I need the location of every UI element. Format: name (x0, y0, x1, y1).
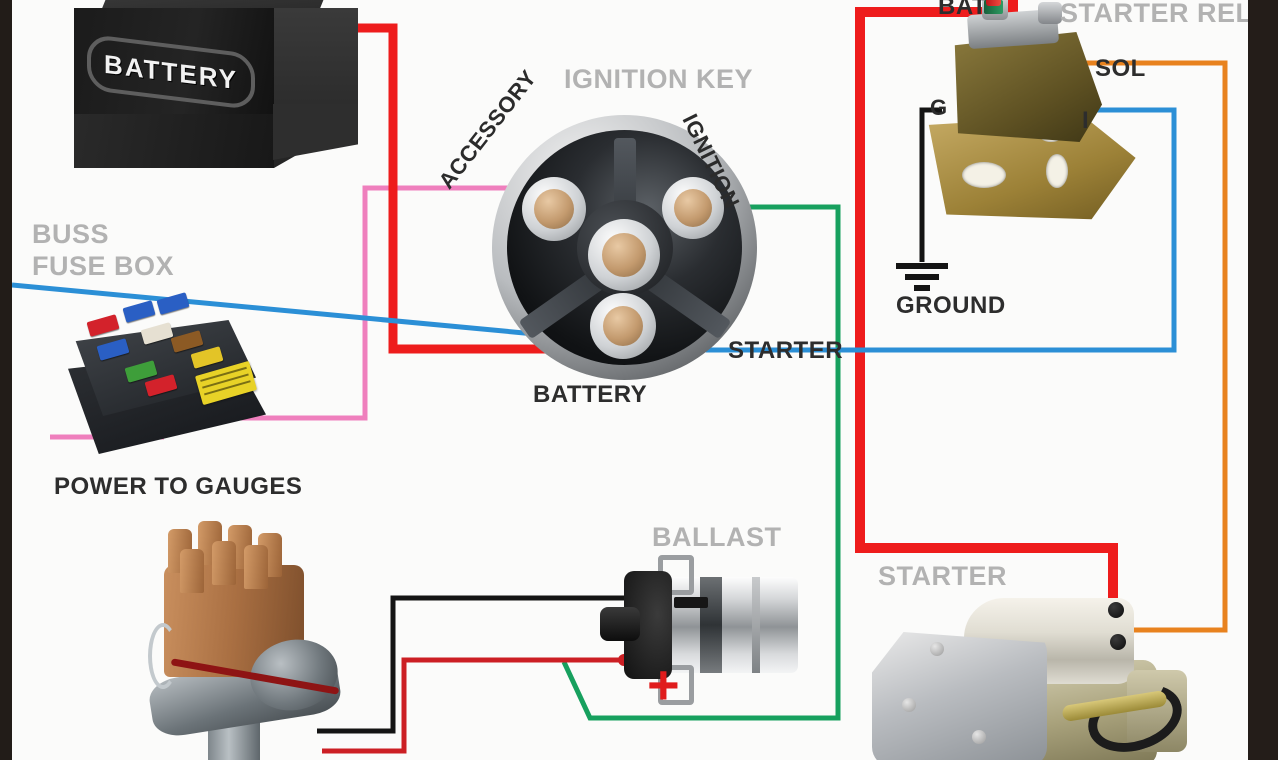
battery-component: BATTERY (61, 0, 358, 191)
coil-hv-tower (600, 607, 640, 641)
switch-accessory-nut (534, 189, 574, 229)
diagram-canvas: BATTERY (12, 0, 1248, 760)
battery-lip (74, 114, 274, 168)
starter-motor-component (872, 590, 1202, 760)
sol-terminal-label: SOL (1095, 55, 1146, 82)
coil-band-2 (752, 577, 760, 673)
distributor-tower-6 (212, 541, 236, 585)
i-terminal-label: I (1082, 107, 1090, 134)
distributor-component (142, 521, 377, 760)
ground-symbol-icon (896, 263, 948, 291)
switch-battery-nut (603, 306, 643, 346)
starter-bolt-2 (902, 698, 916, 712)
wire-relay-bat-to-starter (855, 0, 1118, 604)
starter-relay-component (920, 0, 1160, 241)
starter-nose-cone (872, 632, 1047, 760)
wire-distributor-to-coil-plus (322, 657, 624, 754)
fuse-red-1 (86, 314, 120, 337)
distributor-tower-7 (244, 545, 268, 589)
coil-band-1 (700, 577, 722, 673)
switch-ignition-nut (674, 189, 712, 227)
ballast-coil-component (600, 555, 807, 705)
wire-accessory-to-fusebox (225, 185, 532, 421)
ignition-key-label: IGNITION KEY (564, 64, 754, 94)
coil-bracket-bottom (658, 665, 694, 705)
fuse-blue-1 (122, 300, 156, 323)
starter-bolt-3 (972, 730, 986, 744)
g-terminal-label: G (930, 95, 948, 120)
switch-battery-terminal-label: BATTERY (533, 381, 648, 408)
buss-label-line1: BUSS (32, 219, 110, 249)
relay-bracket-hole-2 (1046, 154, 1068, 188)
wire-ignition-to-coil (561, 204, 841, 721)
relay-body (954, 32, 1102, 142)
switch-starter-terminal-label: STARTER (728, 337, 844, 364)
starter-solenoid-terminal (1110, 634, 1126, 650)
starter-main-terminal (1108, 602, 1124, 618)
buss-fuse-box-component (46, 290, 276, 470)
battery-lip-side (273, 104, 358, 160)
relay-sol-stud (1038, 2, 1062, 24)
wire-relay-sol-to-solenoid (1064, 60, 1228, 633)
relay-bracket-hole-3 (962, 162, 1006, 188)
power-to-gauges-label: POWER TO GAUGES (54, 473, 303, 500)
bat-terminal-label: BAT (938, 0, 988, 20)
right-border (1248, 0, 1278, 760)
starter-bolt-1 (930, 642, 944, 656)
left-border (0, 0, 12, 760)
wire-relay-g-to-ground (919, 107, 942, 262)
coil-negative-symbol (674, 597, 708, 608)
starter-motor-label: STARTER (878, 561, 1007, 591)
wire-distributor-to-coil-minus (317, 595, 624, 734)
distributor-clip (148, 623, 178, 689)
starter-relay-label: STARTER RELAY (1060, 0, 1248, 28)
starter-end-housing (1127, 670, 1187, 752)
ballast-label: BALLAST (652, 522, 782, 552)
ground-label: GROUND (896, 292, 1006, 319)
relay-bat-cable (986, 0, 1001, 6)
wire-relay-i-to-switch-starter (706, 107, 1177, 353)
distributor-tower-5 (180, 549, 204, 593)
fuse-blue-2 (156, 292, 190, 315)
coil-positive-symbol: + (647, 653, 680, 716)
buss-label-line2: FUSE BOX (32, 251, 175, 281)
ignition-key-switch-component (492, 115, 757, 380)
switch-starter-nut (602, 233, 646, 277)
